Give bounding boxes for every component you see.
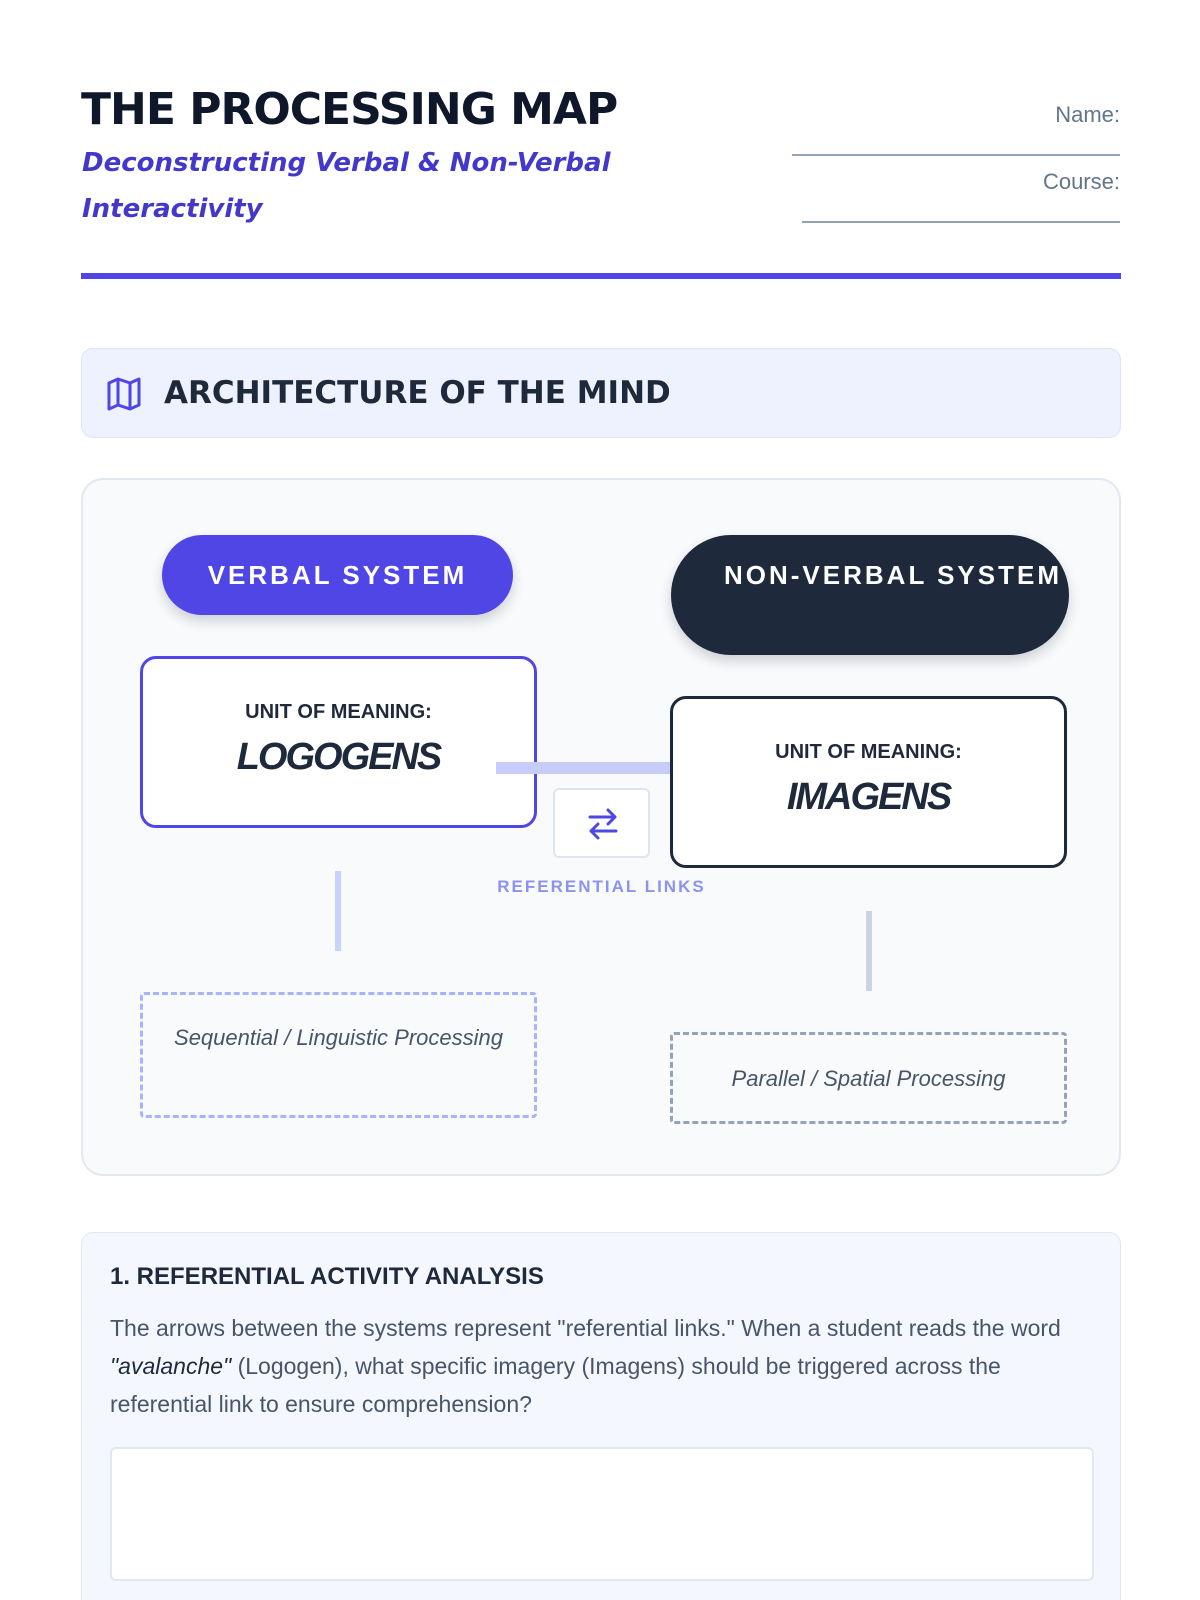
- nonverbal-processing-box: Parallel / Spatial Processing: [670, 1032, 1067, 1124]
- verbal-processing-box: Sequential / Linguistic Processing: [140, 992, 537, 1118]
- course-field-line[interactable]: [802, 221, 1120, 223]
- question-text: The arrows between the systems represent…: [110, 1309, 1090, 1423]
- nonverbal-connector: [866, 911, 872, 991]
- header-divider: [81, 273, 1121, 279]
- map-icon: [107, 377, 141, 411]
- question-card: 1. REFERENTIAL ACTIVITY ANALYSIS The arr…: [81, 1232, 1121, 1600]
- verbal-system-pill: VERBAL SYSTEM: [162, 535, 513, 615]
- referential-link-bar: [496, 762, 710, 774]
- swap-arrows-icon: [588, 808, 618, 840]
- unit-name: LOGOGENS: [236, 736, 443, 778]
- question-text-start: The arrows between the systems represent…: [110, 1315, 1061, 1341]
- page-title: THE PROCESSING MAP: [81, 84, 618, 135]
- referential-link-badge: [553, 788, 650, 858]
- question-emphasis: "avalanche": [110, 1353, 232, 1379]
- unit-label: UNIT OF MEANING:: [775, 741, 962, 763]
- verbal-connector: [335, 871, 341, 951]
- section-header: ARCHITECTURE OF THE MIND: [81, 348, 1121, 438]
- answer-input[interactable]: [110, 1447, 1094, 1581]
- name-field-line[interactable]: [792, 154, 1120, 156]
- logogens-card: UNIT OF MEANING: LOGOGENS: [140, 656, 537, 828]
- unit-label: UNIT OF MEANING:: [245, 701, 432, 723]
- page-subtitle: Deconstructing Verbal & Non-Verbal Inter…: [82, 148, 611, 224]
- dual-coding-diagram: VERBAL SYSTEM NON-VERBAL SYSTEM UNIT OF …: [81, 478, 1121, 1176]
- imagens-card: UNIT OF MEANING: IMAGENS: [670, 696, 1067, 868]
- question-text-end: (Logogen), what specific imagery (Imagen…: [110, 1353, 1001, 1417]
- referential-links-label: REFERENTIAL LINKS: [497, 877, 706, 896]
- nonverbal-system-pill: NON-VERBAL SYSTEM: [671, 535, 1069, 655]
- name-label: Name:: [1055, 102, 1120, 127]
- question-title: 1. REFERENTIAL ACTIVITY ANALYSIS: [110, 1263, 544, 1290]
- section-title: ARCHITECTURE OF THE MIND: [164, 375, 671, 411]
- course-label: Course:: [1042, 169, 1120, 194]
- unit-name: IMAGENS: [786, 776, 952, 818]
